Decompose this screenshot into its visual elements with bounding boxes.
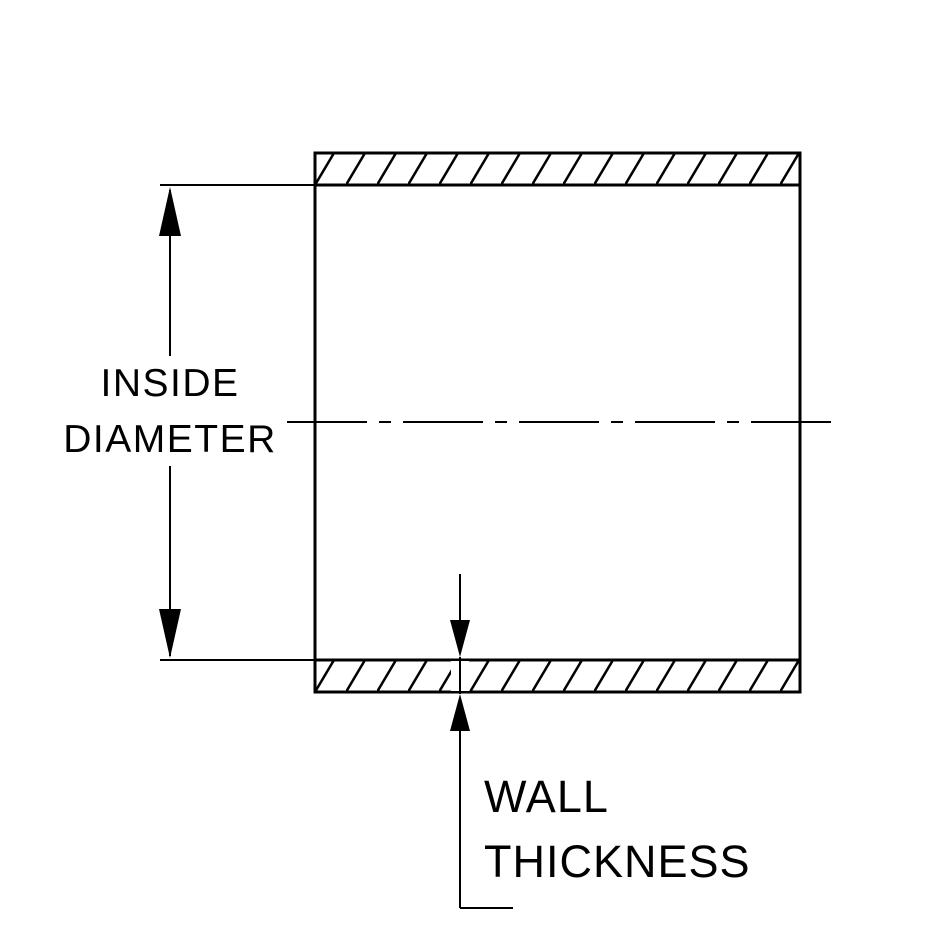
top-wall-hatching — [315, 153, 800, 185]
wall-thickness-arrow-down-icon — [450, 620, 470, 657]
wall-thickness-arrow-up-icon — [450, 694, 470, 731]
bottom-wall-hatching — [315, 660, 800, 692]
arrow-down-icon — [159, 609, 181, 658]
inside-diameter-label-line1: INSIDE — [100, 362, 239, 405]
arrow-up-icon — [159, 187, 181, 236]
wall-thickness-label-line2: THICKNESS — [484, 836, 751, 887]
wall-thickness-label-line1: WALL — [484, 771, 609, 822]
inside-diameter-label-line2: DIAMETER — [63, 418, 277, 461]
